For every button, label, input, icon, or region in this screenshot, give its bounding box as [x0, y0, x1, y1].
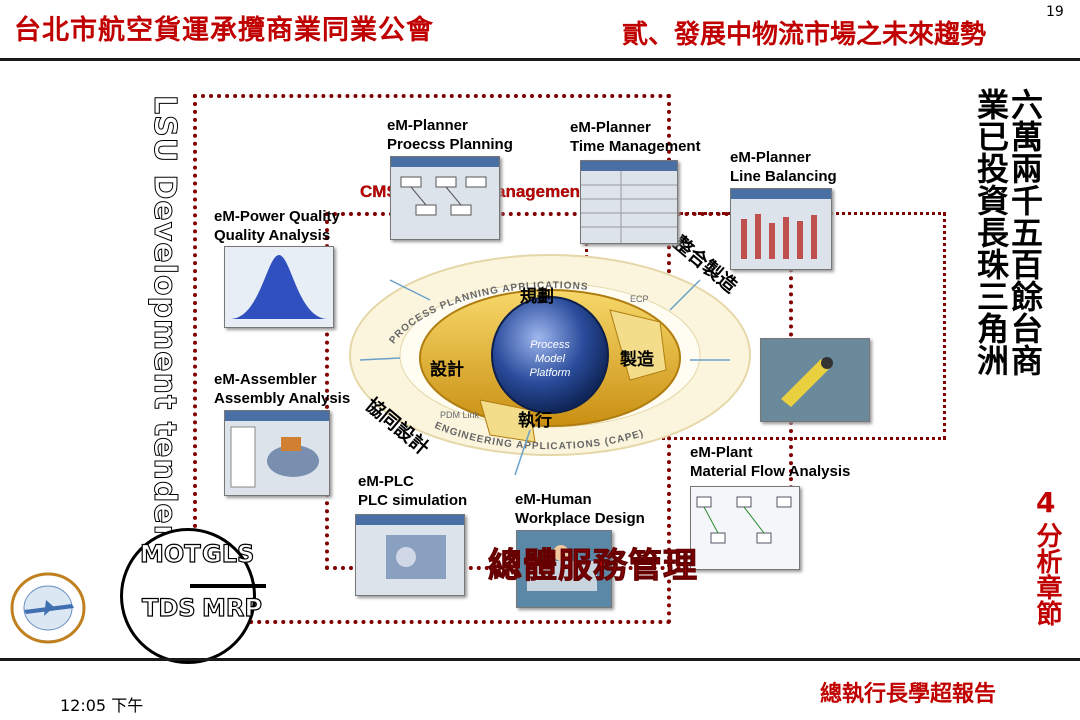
footer-rule [0, 658, 1080, 661]
badge-gls: GLS [201, 539, 255, 568]
pdm-tab-label: PDM Link [440, 410, 480, 420]
process-planning-thumbnail [390, 156, 500, 240]
globe-icon [491, 296, 609, 414]
center-line-2: Model [535, 353, 566, 365]
module-time-management: eM-Planner Time Management [570, 118, 701, 156]
workplace-scene-icon [517, 531, 611, 607]
module-assembler: eM-Assembler Assembly Analysis [214, 370, 350, 408]
center-line-3: Platform [530, 367, 571, 379]
table-window-icon [581, 161, 677, 243]
module-title: eM-Assembler [214, 371, 317, 388]
ring-label-design: 設計 [430, 359, 464, 380]
execution-tab [479, 399, 536, 443]
taiwan-investment-note: 六萬兩千五百餘台商業已投資長珠三角洲 [972, 88, 1044, 376]
module-subtitle: Proecss Planning [387, 136, 513, 153]
ring-label-execute: 執行 [518, 410, 552, 431]
module-subtitle: PLC simulation [358, 492, 468, 509]
module-subtitle: Assembly Analysis [214, 390, 351, 407]
module-title: eM-PLC [358, 473, 414, 490]
badge-tds: TDS [141, 593, 196, 622]
page-number: 19 [1046, 4, 1064, 20]
footer-time: 12:05 下午 [60, 696, 144, 715]
ring-label-make: 製造 [619, 349, 655, 370]
flowchart-icon [391, 157, 499, 216]
material-flow-thumbnail [690, 486, 800, 570]
association-title: 台北市航空貨運承攬商業同業公會 [14, 15, 434, 46]
chapter-label: 分析章節 [1032, 522, 1062, 626]
plc-window-icon [356, 515, 464, 579]
badge-mrp: MRP [201, 593, 262, 622]
line-balancing-thumbnail [730, 188, 832, 270]
module-human: eM-Human Workplace Design [515, 490, 645, 528]
bar-chart-icon [731, 189, 831, 259]
module-power-quality: eM-Power Quality Quality Analysis [214, 207, 340, 245]
module-title: eM-Planner [570, 119, 651, 136]
module-title: eM-Human [515, 491, 592, 508]
total-service-management-label: 總體服務管理 [488, 546, 698, 587]
manufacturing-tab [609, 309, 667, 381]
module-title: eM-Planner [387, 117, 468, 134]
module-subtitle: Material Flow Analysis [690, 463, 851, 480]
workplace-design-thumbnail [516, 530, 612, 608]
module-title: eM-Power Quality [214, 208, 340, 225]
module-title: eM-Planner [730, 149, 811, 166]
bell-curve-icon [225, 247, 333, 327]
badge-divider [190, 584, 266, 588]
assembly-analysis-thumbnail [224, 410, 330, 496]
module-plant: eM-Plant Material Flow Analysis [690, 443, 850, 481]
badge-circle [120, 528, 256, 664]
module-plc: eM-PLC PLC simulation [358, 472, 467, 510]
module-subtitle: Line Balancing [730, 168, 837, 185]
badge-mot: MOT [139, 539, 201, 568]
badge-cluster: MOT GLS TDS MRP [120, 528, 270, 664]
center-line-1: Process [530, 339, 570, 351]
module-line-balancing: eM-Planner Line Balancing [730, 148, 837, 186]
section-title: 貳、發展中物流市場之未來趨勢 [622, 20, 987, 50]
flow-layout-icon [691, 487, 799, 569]
robot-cell-thumbnail [760, 338, 870, 422]
ring-connector-lines [359, 279, 730, 476]
robot-arm-icon [761, 339, 869, 421]
chapter-number: 4 [1036, 486, 1056, 519]
process-ring-diagram: PROCESS PLANNING APPLICATIONS ENGINEERIN… [349, 254, 751, 476]
lsu-development-heading: LSU Development tendency [147, 94, 183, 587]
assembly-window-icon [225, 411, 329, 488]
association-seal-logo [10, 572, 86, 644]
module-title: eM-Plant [690, 444, 753, 461]
ecp-tab-label: ECP [630, 294, 649, 304]
module-subtitle: Workplace Design [515, 510, 645, 527]
time-management-thumbnail [580, 160, 678, 244]
module-subtitle: Quality Analysis [214, 227, 331, 244]
presenter-label: 總執行長學超報告 [820, 681, 997, 707]
ring-label-plan: 規劃 [520, 286, 554, 307]
plc-simulation-thumbnail [355, 514, 465, 596]
module-process-planning: eM-Planner Proecss Planning [387, 116, 513, 154]
module-subtitle: Time Management [570, 138, 701, 155]
header-rule [0, 58, 1080, 61]
quality-analysis-thumbnail [224, 246, 334, 328]
